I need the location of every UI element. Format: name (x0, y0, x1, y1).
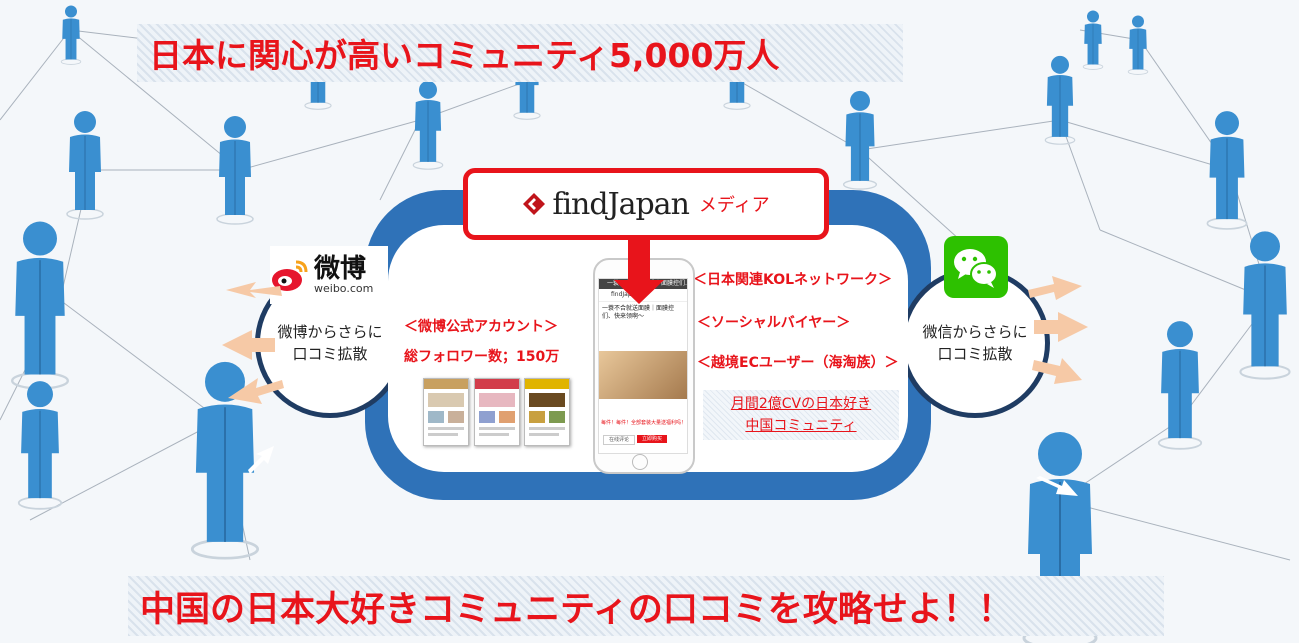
headline-banner: 日本に関心が高いコミュニティ5,000万人 (137, 24, 903, 82)
wechat-icon (954, 249, 998, 288)
phone-header: 一蓑不合就送面膜｜面膜控们… (599, 279, 687, 289)
weibo-account-thumbnail (423, 378, 469, 446)
wechat-logo (944, 236, 1008, 298)
tagline-text: 中国の日本大好きコミュニティの口コミを攻略せよ！！ (140, 589, 1013, 630)
phone-article-image (599, 351, 687, 399)
weibo-logo: 微博 weibo.com (270, 246, 388, 304)
wechat-spread-text: 微信からさらに口コミ拡散 (922, 322, 1028, 364)
phone-brand-bar: findJapan (599, 289, 687, 302)
phone-screen: 一蓑不合就送面膜｜面膜控们… findJapan 一蓑不合就送面膜｜面膜控们、快… (598, 278, 688, 454)
phone-home-button (632, 454, 648, 470)
phone-promo-text: 每件！每件！全部套装大量送福利吗！ (601, 420, 687, 426)
brand-name: findJapan (552, 186, 690, 222)
community-line-1: 月間2億CVの日本好き (730, 396, 872, 412)
social-buyer-label: ＜ソーシャルバイヤー＞ (697, 315, 851, 331)
ec-user-label: ＜越境ECユーザー（海淘族）＞ (697, 355, 899, 371)
weibo-spread-text: 微博からさらに口コミ拡散 (277, 322, 383, 364)
brand-media-label: メディア (698, 195, 770, 216)
findjapan-media-box: findJapan メディア (463, 168, 829, 240)
follower-count: 総フォロワー数；150万 (404, 349, 560, 365)
weibo-name: 微博 (314, 253, 367, 284)
weibo-icon (272, 260, 308, 291)
weibo-url: weibo.com (314, 281, 374, 295)
community-line-2: 中国コミュニティ (745, 418, 857, 434)
phone-buy-button: 立即购买 (637, 435, 667, 443)
phone-article-title: 一蓑不合就送面膜｜面膜控们、快来领啊～ (602, 305, 675, 320)
weibo-account-label: ＜微博公式アカウント＞ (404, 319, 558, 335)
headline-text: 日本に関心が高いコミュニティ5,000万人 (149, 36, 780, 75)
findjapan-logo-icon (523, 193, 546, 215)
weibo-account-thumbnail (524, 378, 570, 446)
kol-network-label: ＜日本関連KOLネットワーク＞ (693, 272, 893, 288)
phone-comment-button: 在线评论 (603, 435, 635, 445)
tagline-banner: 中国の日本大好きコミュニティの口コミを攻略せよ！！ (128, 576, 1164, 636)
community-box: 月間2億CVの日本好き 中国コミュニティ (703, 390, 899, 440)
weibo-account-thumbnail (474, 378, 520, 446)
